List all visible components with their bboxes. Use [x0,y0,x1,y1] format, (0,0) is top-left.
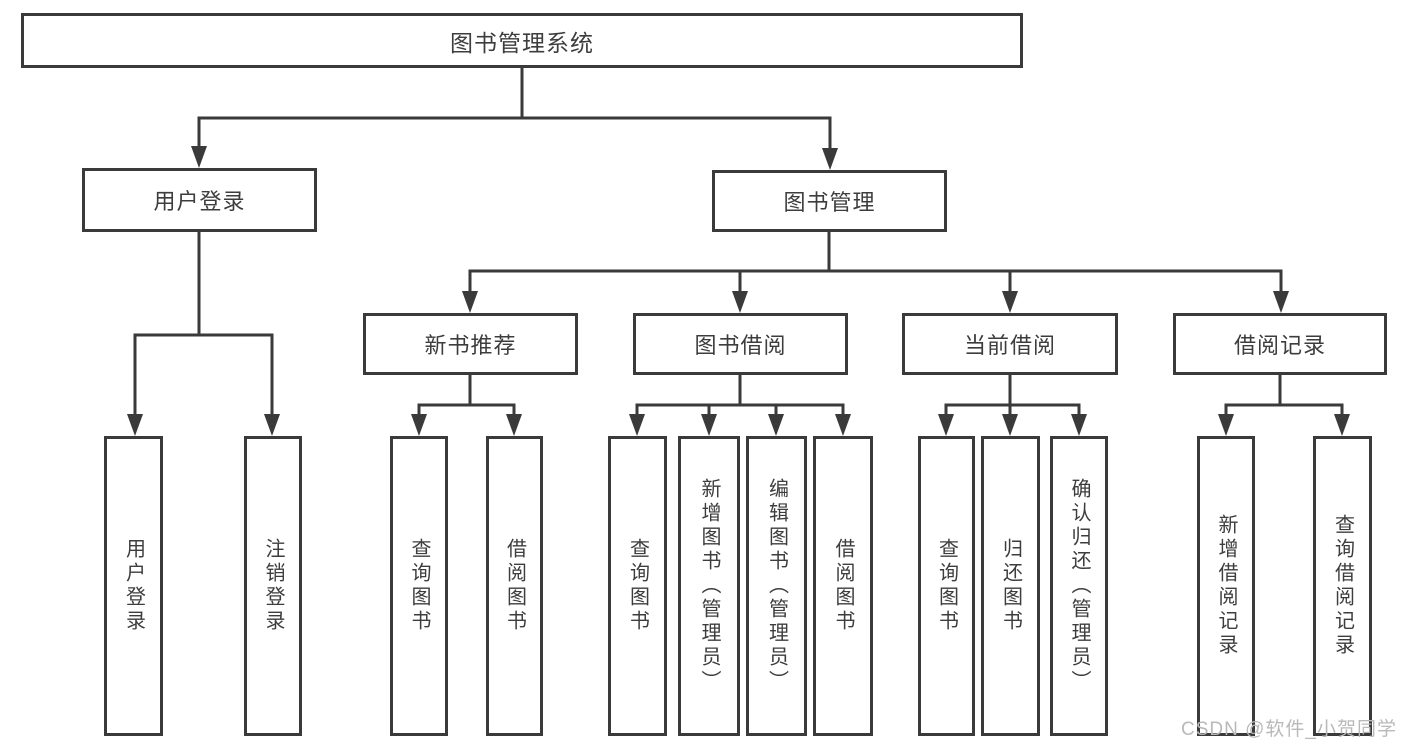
arrowhead-down-icon [1273,291,1289,313]
node-label: 用户登录 [122,538,145,634]
leaf-return-book: 归还图书 [981,436,1040,736]
node-label: 新增图书（管理员） [698,478,720,694]
node-label: 归还图书 [999,538,1022,634]
leaf-user-login: 用户登录 [104,436,163,736]
arrowhead-down-icon [506,414,522,436]
node-label: 确认归还（管理员） [1068,478,1090,694]
leaf-borrow-book-recommend: 借阅图书 [486,436,543,736]
arrowhead-down-icon [768,414,784,436]
node-label: 借阅记录 [1233,333,1326,358]
node-new-book-recommend: 新书推荐 [363,313,578,375]
node-label: 注销登录 [262,538,284,634]
arrowhead-down-icon [938,414,954,436]
leaf-query-book-current: 查询图书 [918,436,975,736]
node-label: 查询图书 [408,538,430,634]
arrowhead-down-icon [462,291,478,313]
node-label: 查询图书 [935,538,958,634]
node-label: 查询借阅记录 [1331,514,1354,658]
node-label: 查询图书 [626,538,649,634]
node-library-management-system: 图书管理系统 [21,13,1023,68]
arrowhead-down-icon [264,414,280,436]
node-label: 新书推荐 [424,333,517,358]
leaf-query-book-borrow: 查询图书 [608,436,667,736]
node-book-management-branch: 图书管理 [712,170,947,232]
arrowhead-down-icon [127,414,143,436]
leaf-query-book-recommend: 查询图书 [390,436,448,736]
node-user-login-branch: 用户登录 [82,168,317,232]
node-current-borrow: 当前借阅 [902,313,1118,375]
arrowhead-down-icon [1334,414,1350,436]
arrowhead-down-icon [701,414,717,436]
leaf-confirm-return-admin: 确认归还（管理员） [1050,436,1108,736]
arrowhead-down-icon [191,146,207,168]
leaf-add-book-admin: 新增图书（管理员） [678,436,740,736]
arrowhead-down-icon [732,291,748,313]
leaf-add-borrow-record: 新增借阅记录 [1197,436,1255,736]
node-borrow-records: 借阅记录 [1173,313,1387,375]
leaf-query-borrow-record: 查询借阅记录 [1313,436,1372,736]
node-label: 新增借阅记录 [1215,514,1237,658]
arrowhead-down-icon [1218,414,1234,436]
arrowhead-down-icon [629,414,645,436]
node-label: 当前借阅 [963,333,1056,358]
node-label: 借阅图书 [503,538,526,634]
node-label: 图书借阅 [694,333,787,358]
node-book-borrow: 图书借阅 [633,313,848,375]
arrowhead-down-icon [1002,291,1018,313]
node-label: 图书管理系统 [450,29,594,56]
node-label: 用户登录 [153,189,246,214]
leaf-edit-book-admin: 编辑图书（管理员） [746,436,807,736]
arrowhead-down-icon [822,148,838,170]
arrowhead-down-icon [411,414,427,436]
arrowhead-down-icon [1071,414,1087,436]
node-label: 借阅图书 [832,538,854,634]
leaf-logout: 注销登录 [244,436,302,736]
arrowhead-down-icon [1002,414,1018,436]
leaf-borrow-book: 借阅图书 [813,436,873,736]
node-label: 图书管理 [783,190,876,215]
node-label: 编辑图书（管理员） [765,478,788,694]
arrowhead-down-icon [835,414,851,436]
